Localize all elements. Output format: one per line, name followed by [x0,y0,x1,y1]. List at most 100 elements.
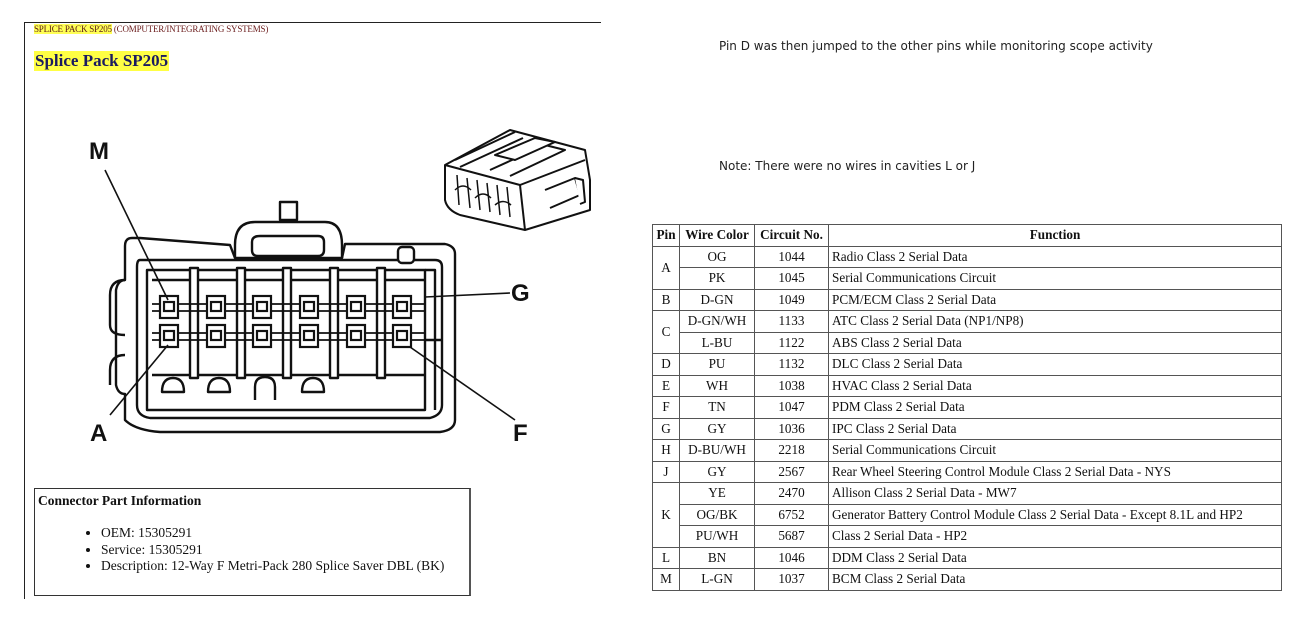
cavity-note: Note: There were no wires in cavities L … [719,159,976,173]
connector-face-view-icon [104,169,516,434]
cell-circuit-no: 1047 [754,396,829,419]
breadcrumb-rest: (COMPUTER/INTEGRATING SYSTEMS) [111,24,269,34]
part-info-list: OEM: 15305291 Service: 15305291 Descript… [83,525,444,575]
connector-part-info: Connector Part Information OEM: 15305291… [34,488,471,596]
page-title: Splice Pack SP205 [34,51,170,71]
cell-pin: D [652,353,680,376]
connector-diagram: M G A F [80,130,610,460]
cell-wire-color: OG [679,245,755,268]
cell-circuit-no: 5687 [754,525,829,548]
cell-function: Allison Class 2 Serial Data - MW7 [828,482,1282,505]
cell-wire-color: YE [679,482,755,505]
cell-pin: H [652,439,680,462]
header-function: Function [828,224,1282,247]
connector-terminal [302,329,316,342]
connector-terminal [255,329,269,342]
header-wire-color: Wire Color [679,224,755,247]
breadcrumb-highlight[interactable]: SPLICE PACK SP205 [34,24,112,34]
cell-wire-color: PU [679,353,755,376]
cell-pin: G [652,417,680,440]
cell-pin: M [652,568,680,591]
cell-circuit-no: 2567 [754,460,829,483]
callout-a: A [90,420,108,447]
cell-circuit-no: 1045 [754,267,829,290]
cell-circuit-no: 1038 [754,374,829,397]
cell-wire-color: TN [679,396,755,419]
cell-circuit-no: 2470 [754,482,829,505]
connector-terminal [255,300,269,313]
cell-pin: A [652,245,680,290]
jump-note: Pin D was then jumped to the other pins … [719,39,1153,53]
cell-function: HVAC Class 2 Serial Data [828,374,1282,397]
cell-circuit-no: 2218 [754,439,829,462]
cell-wire-color: L-GN [679,568,755,591]
cell-wire-color: WH [679,374,755,397]
connector-terminal [162,329,176,342]
cell-circuit-no: 6752 [754,503,829,526]
part-info-service: Service: 15305291 [101,542,444,559]
cell-wire-color: OG/BK [679,503,755,526]
cell-function: Rear Wheel Steering Control Module Class… [828,460,1282,483]
cell-function: PDM Class 2 Serial Data [828,396,1282,419]
connector-terminal [395,300,409,313]
cell-pin: K [652,482,680,548]
breadcrumb: SPLICE PACK SP205 (COMPUTER/INTEGRATING … [34,24,268,34]
cell-wire-color: GY [679,460,755,483]
cell-function: Radio Class 2 Serial Data [828,245,1282,268]
part-info-title: Connector Part Information [38,493,202,508]
document-panel: SPLICE PACK SP205 (COMPUTER/INTEGRATING … [24,22,601,599]
cell-pin: B [652,288,680,311]
cell-function: Class 2 Serial Data - HP2 [828,525,1282,548]
connector-terminal [395,329,409,342]
connector-terminal [349,329,363,342]
cell-function: Generator Battery Control Module Class 2… [828,503,1282,526]
cell-circuit-no: 1122 [754,331,829,354]
connector-terminal [209,329,223,342]
cell-function: DDM Class 2 Serial Data [828,546,1282,569]
connector-terminal [209,300,223,313]
cell-pin: E [652,374,680,397]
connector-terminal [302,300,316,313]
cell-wire-color: D-BU/WH [679,439,755,462]
cell-circuit-no: 1046 [754,546,829,569]
connector-terminal [162,300,176,313]
cell-function: PCM/ECM Class 2 Serial Data [828,288,1282,311]
table-header-row: Pin Wire Color Circuit No. Function [652,224,1282,247]
cell-function: IPC Class 2 Serial Data [828,417,1282,440]
callout-g: G [511,280,530,307]
cell-function: ATC Class 2 Serial Data (NP1/NP8) [828,310,1282,333]
cell-pin: J [652,460,680,483]
callout-m: M [89,138,109,165]
cell-circuit-no: 1036 [754,417,829,440]
cell-circuit-no: 1133 [754,310,829,333]
cell-pin: C [652,310,680,354]
cell-circuit-no: 1037 [754,568,829,591]
cell-wire-color: PK [679,267,755,290]
cell-circuit-no: 1049 [754,288,829,311]
cell-function: DLC Class 2 Serial Data [828,353,1282,376]
cell-wire-color: L-BU [679,331,755,354]
cell-function: ABS Class 2 Serial Data [828,331,1282,354]
connector-terminal [349,300,363,313]
part-info-oem: OEM: 15305291 [101,525,444,542]
header-circuit-no: Circuit No. [754,224,829,247]
connector-isometric-view-icon [444,129,591,231]
callout-f: F [513,420,528,447]
header-pin: Pin [652,224,680,247]
cell-function: Serial Communications Circuit [828,439,1282,462]
